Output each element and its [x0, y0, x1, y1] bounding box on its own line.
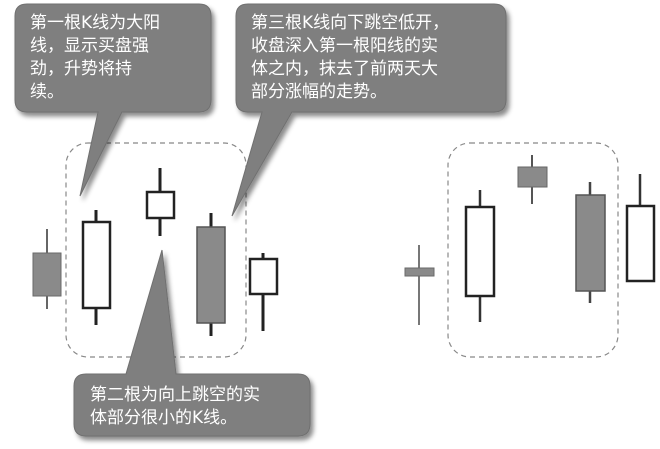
candle-after-bull-left — [248, 253, 279, 331]
candle-second-bear-gap-right — [517, 155, 548, 204]
callout-first-bubble — [14, 3, 212, 197]
callout-first-text: 第一根K线为大阳 线，显示买盘强 劲，升势将持 续。 — [30, 13, 161, 102]
callout-third-text: 第三根K线向下跳空低开， 收盘深入第一根阳线的实 体之内，抹去了前两天大 部分涨… — [251, 13, 450, 102]
callout-second-text: 第二根为向上跳空的实 体部分很小的K线。 — [90, 385, 260, 428]
candle-context-bear-left — [32, 229, 62, 309]
callout-second-bubble — [73, 249, 311, 437]
candle-after-bull-right — [625, 174, 656, 283]
candle-first-bull — [81, 210, 112, 325]
callout-third-bubble — [231, 3, 507, 217]
right-dashed-frame — [447, 142, 619, 358]
candle-doji-right — [404, 245, 435, 325]
candle-second-small-gap-up — [145, 168, 176, 236]
candle-third-bear-gap-down — [196, 213, 226, 336]
candle-third-bear-right — [575, 182, 606, 303]
candle-first-bull-right — [464, 190, 496, 322]
